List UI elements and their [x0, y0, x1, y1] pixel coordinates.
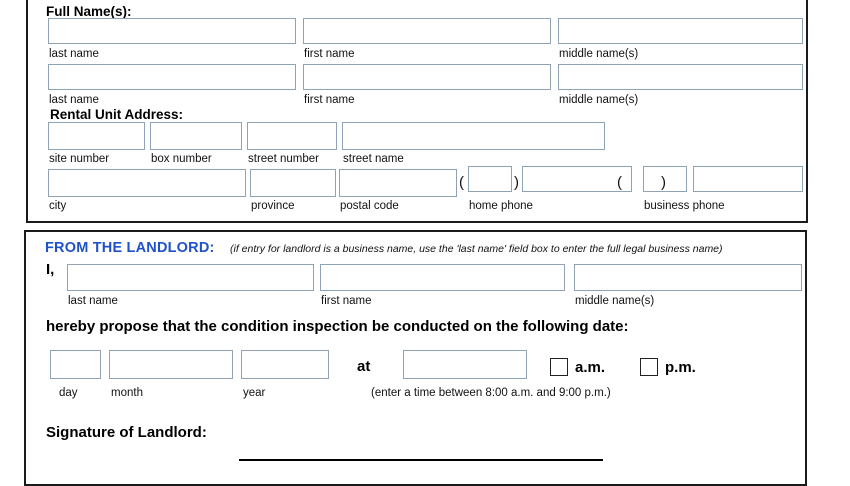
home-phone-paren-open: ( — [459, 174, 464, 191]
inspection-day-input[interactable] — [50, 350, 101, 379]
tenant-middle-name-input-2[interactable] — [558, 64, 803, 90]
inspection-month-input[interactable] — [109, 350, 233, 379]
tenant-first-name-caption-1: first name — [304, 48, 355, 60]
business-phone-number-input[interactable] — [693, 166, 803, 192]
business-phone-paren-open: ( — [617, 174, 622, 191]
home-phone-area-code-input[interactable] — [468, 166, 512, 192]
tenant-information-panel: Full Name(s): last name first name middl… — [26, 0, 808, 223]
landlord-last-name-input[interactable] — [67, 264, 314, 291]
year-caption: year — [243, 387, 266, 399]
tenant-last-name-caption-2: last name — [49, 94, 99, 106]
full-names-heading: Full Name(s): — [46, 4, 132, 19]
am-label: a.m. — [575, 359, 606, 376]
street-name-input[interactable] — [342, 122, 605, 150]
landlord-middle-name-caption: middle name(s) — [575, 295, 655, 307]
signature-line[interactable] — [239, 459, 603, 461]
day-caption: day — [59, 387, 78, 399]
landlord-middle-name-input[interactable] — [574, 264, 802, 291]
tenant-first-name-caption-2: first name — [304, 94, 355, 106]
site-number-input[interactable] — [48, 122, 145, 150]
tenant-last-name-input-1[interactable] — [48, 18, 296, 44]
site-number-caption: site number — [49, 153, 110, 165]
street-name-caption: street name — [343, 153, 404, 165]
city-input[interactable] — [48, 169, 246, 197]
landlord-last-name-caption: last name — [68, 295, 118, 307]
province-caption: province — [251, 200, 295, 212]
tenant-middle-name-caption-2: middle name(s) — [559, 94, 639, 106]
from-the-landlord-heading: FROM THE LANDLORD: — [45, 240, 215, 256]
street-number-caption: street number — [248, 153, 319, 165]
pm-label: p.m. — [665, 359, 696, 376]
home-phone-number-input[interactable] — [522, 166, 632, 192]
postal-code-caption: postal code — [340, 200, 399, 212]
box-number-input[interactable] — [150, 122, 242, 150]
box-number-caption: box number — [151, 153, 212, 165]
tenant-middle-name-caption-1: middle name(s) — [559, 48, 639, 60]
rental-unit-address-heading: Rental Unit Address: — [50, 107, 184, 122]
propose-statement: hereby propose that the condition inspec… — [46, 318, 629, 335]
i-label: I, — [46, 261, 55, 278]
landlord-section-panel: FROM THE LANDLORD: (if entry for landlor… — [24, 230, 807, 486]
month-caption: month — [111, 387, 143, 399]
at-label: at — [357, 358, 371, 375]
tenant-first-name-input-1[interactable] — [303, 18, 551, 44]
time-range-hint: (enter a time between 8:00 a.m. and 9:00… — [371, 387, 611, 399]
inspection-year-input[interactable] — [241, 350, 329, 379]
business-phone-caption: business phone — [644, 200, 725, 212]
pm-checkbox[interactable] — [640, 358, 658, 376]
landlord-first-name-caption: first name — [321, 295, 372, 307]
inspection-time-input[interactable] — [403, 350, 527, 379]
tenant-last-name-caption-1: last name — [49, 48, 99, 60]
from-the-landlord-note: (if entry for landlord is a business nam… — [230, 243, 723, 255]
home-phone-paren-close: ) — [514, 174, 519, 191]
tenant-last-name-input-2[interactable] — [48, 64, 296, 90]
tenant-first-name-input-2[interactable] — [303, 64, 551, 90]
am-checkbox[interactable] — [550, 358, 568, 376]
business-phone-paren-close: ) — [661, 174, 666, 191]
landlord-first-name-input[interactable] — [320, 264, 565, 291]
postal-code-input[interactable] — [339, 169, 457, 197]
street-number-input[interactable] — [247, 122, 337, 150]
home-phone-caption: home phone — [469, 200, 533, 212]
signature-of-landlord-label: Signature of Landlord: — [46, 424, 207, 441]
business-phone-area-code-input[interactable] — [643, 166, 687, 192]
city-caption: city — [49, 200, 67, 212]
province-input[interactable] — [250, 169, 336, 197]
tenant-middle-name-input-1[interactable] — [558, 18, 803, 44]
